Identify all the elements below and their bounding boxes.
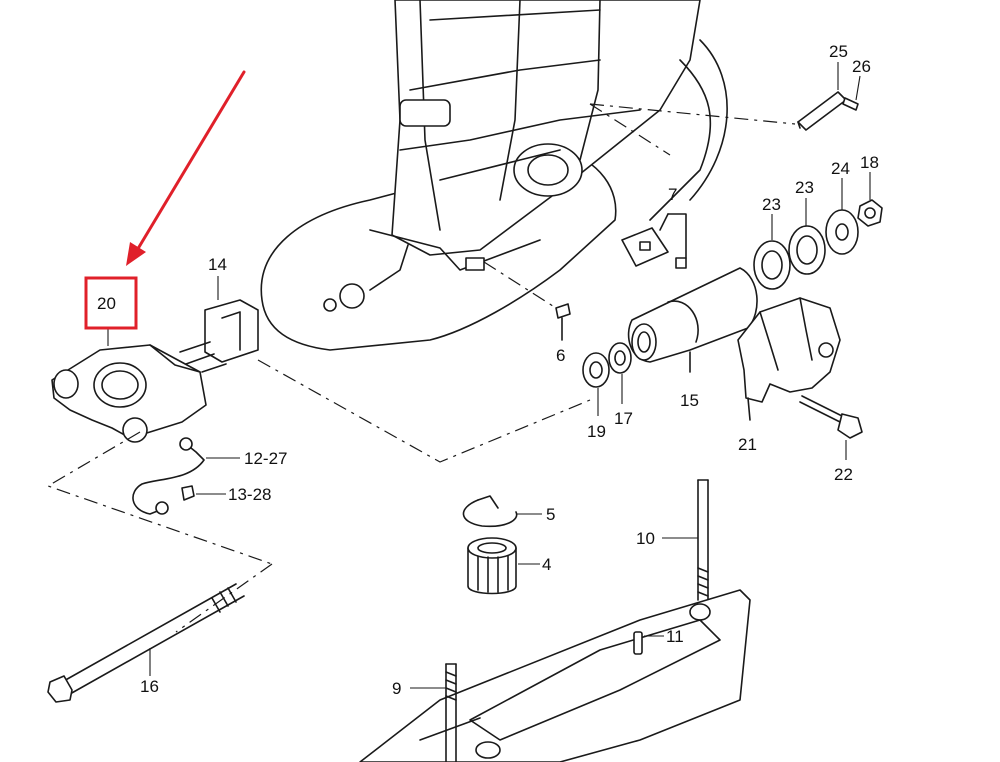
part-5-circlip xyxy=(462,495,518,528)
part-6-bolt xyxy=(555,303,571,341)
label-15: 15 xyxy=(680,391,699,410)
label-10: 10 xyxy=(636,529,655,548)
label-6: 6 xyxy=(556,346,565,365)
lower-casting xyxy=(359,589,751,762)
part-4-bearing xyxy=(467,537,517,595)
label-23-a: 23 xyxy=(762,195,781,214)
label-25: 25 xyxy=(829,42,848,61)
part-18-nut xyxy=(857,199,883,227)
label-4: 4 xyxy=(542,555,551,574)
highlight-arrow xyxy=(126,70,246,266)
label-24: 24 xyxy=(831,159,850,178)
part-11-pin xyxy=(633,631,643,655)
label-7: 7 xyxy=(668,185,677,204)
label-12-27: 12-27 xyxy=(244,449,287,468)
highlight-box xyxy=(84,276,138,330)
label-18: 18 xyxy=(860,153,879,172)
label-26: 26 xyxy=(852,57,871,76)
part-19-washer xyxy=(582,352,610,388)
part-22-bolt xyxy=(799,395,863,439)
part-23-washer-a xyxy=(753,240,791,290)
part-21-clamp xyxy=(737,297,841,421)
label-20: 20 xyxy=(97,294,116,313)
label-22: 22 xyxy=(834,465,853,484)
label-9: 9 xyxy=(392,679,401,698)
drive-shaft-housing xyxy=(260,0,728,351)
part-24-washer xyxy=(825,209,859,255)
label-11: 11 xyxy=(666,627,684,646)
part-15-bushing xyxy=(627,267,758,373)
label-21: 21 xyxy=(738,435,757,454)
label-23-b: 23 xyxy=(795,178,814,197)
part-23-washer-b xyxy=(788,225,826,275)
part-20-bracket xyxy=(51,344,207,443)
label-14: 14 xyxy=(208,255,227,274)
part-9-stud xyxy=(445,663,457,762)
part-26-bolt xyxy=(842,97,859,111)
part-25-clip xyxy=(797,91,847,131)
part-12-ground-wire xyxy=(132,437,205,515)
label-13-28: 13-28 xyxy=(228,485,271,504)
part-13-screw xyxy=(181,485,195,501)
part-7-plate xyxy=(621,213,687,269)
label-17: 17 xyxy=(614,409,633,428)
label-19: 19 xyxy=(587,422,606,441)
label-16: 16 xyxy=(140,677,159,696)
part-17-washer xyxy=(608,342,632,374)
label-5: 5 xyxy=(546,505,555,524)
part-16-long-bolt xyxy=(47,583,245,703)
part-10-stud xyxy=(697,479,709,601)
part-14-mount xyxy=(179,299,259,373)
